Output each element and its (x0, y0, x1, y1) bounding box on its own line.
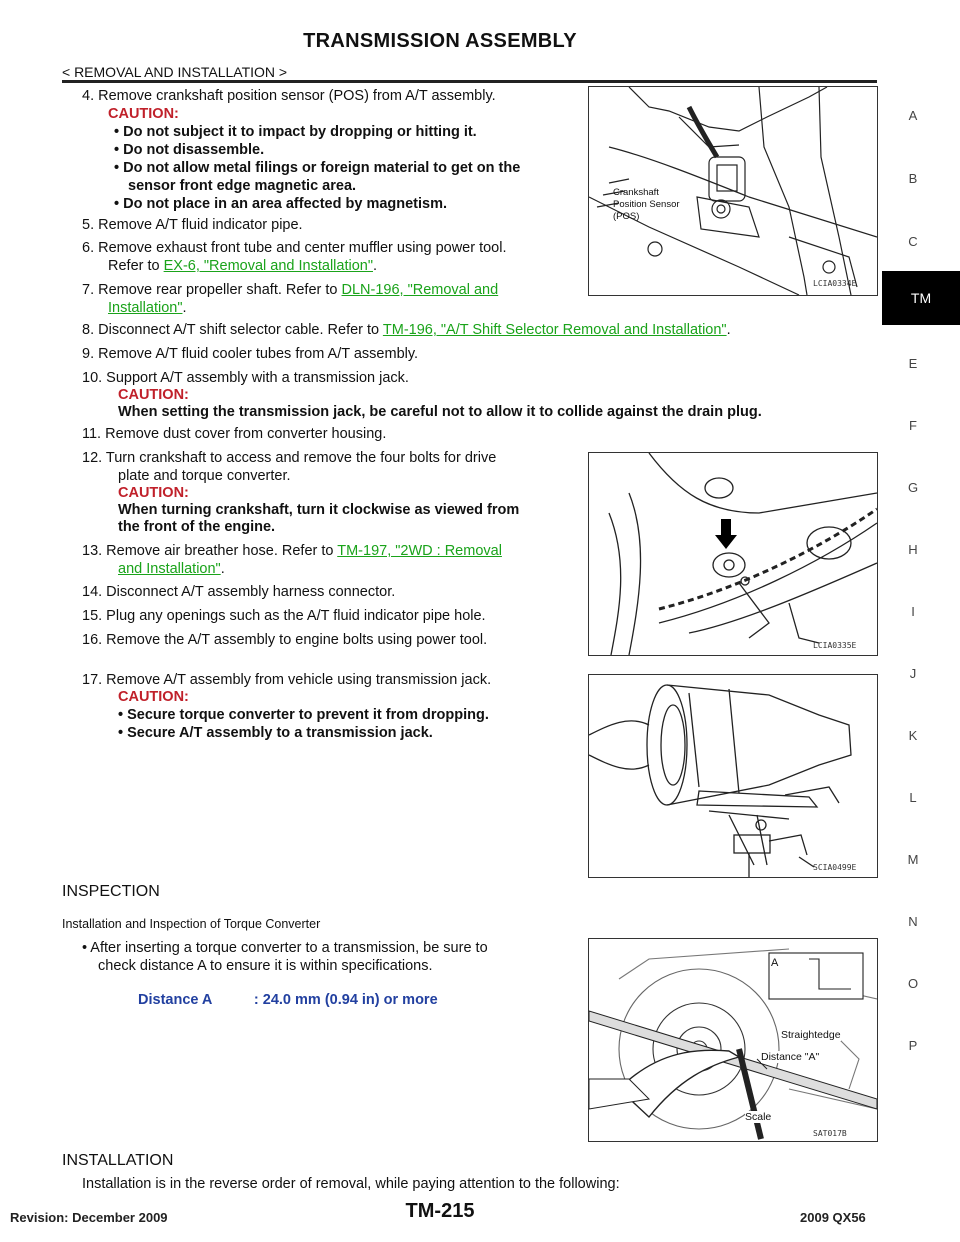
side-index-letter[interactable]: N (908, 914, 918, 929)
inspection-bullet: • After inserting a torque converter to … (82, 940, 488, 956)
caution-item: • Secure torque converter to prevent it … (118, 707, 489, 723)
step-12: 12. Turn crankshaft to access and remove… (82, 450, 497, 466)
ref-suffix: . (372, 258, 378, 274)
figure-label: Straightedge (781, 1029, 841, 1041)
page-title: TRANSMISSION ASSEMBLY (303, 30, 577, 52)
torque-converter-illustration (589, 948, 877, 1140)
ref-link-dln196[interactable]: DLN-196, "Removal and (341, 282, 499, 298)
side-index-letter[interactable]: F (909, 418, 917, 433)
section-heading-inspection: INSPECTION (62, 883, 160, 900)
side-index-letter[interactable]: P (908, 1038, 918, 1053)
figure-crankshaft-position-sensor: Crankshaft Position Sensor (POS) LCIA033… (588, 86, 878, 296)
ref-link-dln196-cont[interactable]: Installation" (108, 300, 183, 316)
side-index-letter[interactable]: A (908, 108, 918, 123)
caution-item: • Do not disassemble. (114, 142, 265, 158)
ref-suffix: . (220, 561, 225, 577)
figure-code: SAT017B (813, 1129, 847, 1138)
crankshaft-sensor-illustration (589, 87, 877, 295)
side-index-letter[interactable]: I (911, 604, 915, 619)
step-13-cont: and Installation". (118, 561, 225, 578)
step-10: 10. Support A/T assembly with a transmis… (82, 370, 409, 386)
figure-label-line: Crankshaft (613, 187, 659, 198)
side-index-letter[interactable]: J (909, 666, 917, 681)
figure-label: Distance "A" (761, 1051, 820, 1063)
ref-prefix: Refer to (108, 258, 164, 274)
subheading-torque-converter: Installation and Inspection of Torque Co… (62, 917, 321, 931)
drive-plate-illustration (608, 453, 877, 655)
side-index-letter[interactable]: O (907, 976, 919, 991)
section-heading-installation: INSTALLATION (62, 1152, 174, 1169)
step-15: 15. Plug any openings such as the A/T fl… (82, 608, 486, 624)
caution-label: CAUTION: (118, 689, 189, 705)
step-6: 6. Remove exhaust front tube and center … (82, 240, 507, 256)
distance-spec: Distance A : 24.0 mm (0.94 in) or more (138, 992, 438, 1008)
ref-link-tm197[interactable]: TM-197, "2WD : Removal (337, 543, 502, 559)
caution-text: When turning crankshaft, turn it clockwi… (118, 502, 520, 518)
side-index-letter[interactable]: H (908, 542, 918, 557)
side-index-letter[interactable]: E (908, 356, 918, 371)
revision-date: Revision: December 2009 (10, 1210, 168, 1225)
ref-link-tm197-cont[interactable]: and Installation" (118, 561, 221, 577)
figure-label: Crankshaft Position Sensor (POS) (613, 187, 680, 223)
step-7: 7. Remove rear propeller shaft. Refer to… (82, 282, 498, 299)
caution-text: the front of the engine. (118, 519, 276, 535)
step-7-text: 7. Remove rear propeller shaft. Refer to (82, 282, 342, 298)
figure-torque-converter-distance: A Straightedge Distance "A" Scale SAT017… (588, 938, 878, 1142)
caution-item: • Do not place in an area affected by ma… (114, 196, 448, 212)
caution-text: When setting the transmission jack, be c… (118, 404, 762, 420)
ref-link-tm196[interactable]: TM-196, "A/T Shift Selector Removal and … (382, 322, 727, 338)
figure-label: A (771, 957, 779, 969)
step-12-cont: plate and torque converter. (118, 468, 291, 484)
spec-value: : 24.0 mm (0.94 in) or more (253, 992, 438, 1008)
page-number: TM-215 (405, 1200, 475, 1222)
model-year: 2009 QX56 (800, 1210, 866, 1225)
figure-code: LCIA0334E (813, 279, 857, 288)
caution-label: CAUTION: (108, 106, 179, 122)
caution-item: • Secure A/T assembly to a transmission … (118, 725, 433, 741)
step-7-cont: Installation". (108, 300, 187, 317)
caution-item: sensor front edge magnetic area. (128, 178, 357, 194)
spec-label: Distance A (138, 992, 212, 1008)
figure-label-line: Position Sensor (613, 199, 680, 210)
step-17: 17. Remove A/T assembly from vehicle usi… (82, 672, 492, 688)
header-divider (62, 80, 877, 83)
ref-link-ex6[interactable]: EX-6, "Removal and Installation" (163, 258, 373, 274)
step-8: 8. Disconnect A/T shift selector cable. … (82, 322, 731, 339)
side-index-letter[interactable]: G (907, 480, 919, 495)
side-index-letter[interactable]: L (909, 790, 917, 805)
inspection-bullet-cont: check distance A to ensure it is within … (98, 958, 433, 974)
figure-code: SCIA0499E (813, 863, 857, 872)
side-index-letter[interactable]: K (908, 728, 918, 743)
side-index-letter[interactable]: B (908, 171, 918, 186)
side-index-letter[interactable]: C (908, 234, 918, 249)
step-8-text: 8. Disconnect A/T shift selector cable. … (82, 322, 383, 338)
breadcrumb: < REMOVAL AND INSTALLATION > (62, 64, 288, 80)
step-14: 14. Disconnect A/T assembly harness conn… (82, 584, 396, 600)
caution-label: CAUTION: (118, 387, 189, 403)
figure-code: LCIA0335E (813, 641, 857, 650)
caution-item: • Do not allow metal filings or foreign … (114, 160, 521, 176)
side-index-active-tab[interactable]: TM (882, 271, 960, 325)
figure-drive-plate: LCIA0335E (588, 452, 878, 656)
figure-label-line: (POS) (613, 211, 640, 222)
step-13-text: 13. Remove air breather hose. Refer to (82, 543, 338, 559)
transmission-jack-illustration (589, 684, 852, 877)
caution-item: • Do not subject it to impact by droppin… (114, 124, 477, 140)
ref-suffix: . (726, 322, 731, 338)
step-4: 4. Remove crankshaft position sensor (PO… (82, 88, 496, 104)
side-index-letter[interactable]: M (907, 852, 919, 867)
step-11: 11. Remove dust cover from converter hou… (82, 426, 387, 442)
step-6-ref: Refer to EX-6, "Removal and Installation… (108, 258, 377, 275)
caution-label: CAUTION: (118, 485, 189, 501)
step-16: 16. Remove the A/T assembly to engine bo… (82, 632, 488, 648)
step-5: 5. Remove A/T fluid indicator pipe. (82, 217, 303, 233)
step-13: 13. Remove air breather hose. Refer to T… (82, 543, 502, 560)
step-9: 9. Remove A/T fluid cooler tubes from A/… (82, 346, 419, 362)
ref-suffix: . (182, 300, 187, 316)
installation-text: Installation is in the reverse order of … (82, 1176, 620, 1192)
figure-label: Scale (745, 1111, 772, 1123)
figure-transmission-jack: SCIA0499E (588, 674, 878, 878)
